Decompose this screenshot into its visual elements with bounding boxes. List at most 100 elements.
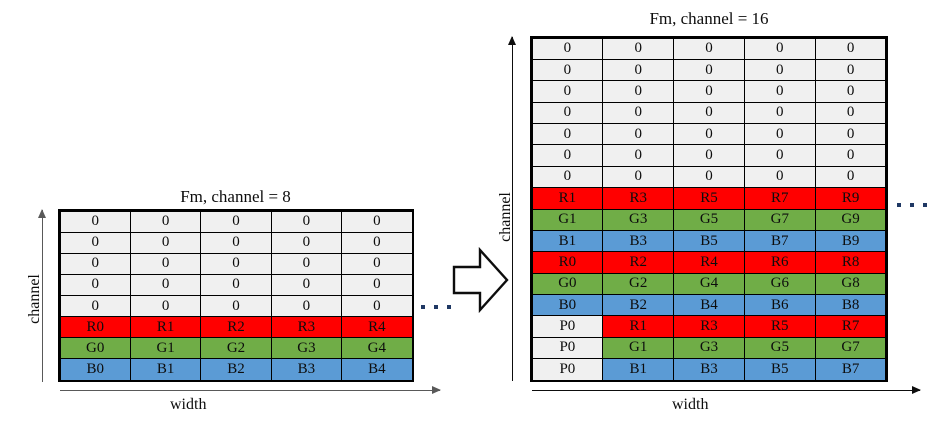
grid-cell: B1 xyxy=(602,358,675,381)
grid-cell: 0 xyxy=(531,58,604,82)
grid-cell: B5 xyxy=(743,358,816,381)
grid-cell: R1 xyxy=(531,187,604,210)
grid-cell: 0 xyxy=(200,252,272,275)
grid-cell: 0 xyxy=(129,210,202,233)
grid-cell: B5 xyxy=(673,229,745,253)
left-axis-x-label: width xyxy=(170,396,207,413)
grid-cell: R4 xyxy=(341,316,413,339)
grid-cell: 0 xyxy=(270,273,343,296)
grid-cell: 0 xyxy=(270,295,343,318)
grid-cell: R9 xyxy=(814,187,887,210)
grid-cell: 0 xyxy=(602,165,675,189)
transform-arrow-icon xyxy=(452,246,510,318)
grid-cell: 0 xyxy=(743,101,816,124)
grid-cell: 0 xyxy=(814,123,887,146)
grid-cell: P0 xyxy=(531,358,604,381)
right-ellipsis-dots xyxy=(897,203,927,207)
grid-cell: 0 xyxy=(814,80,887,103)
grid-cell: 0 xyxy=(673,101,745,124)
grid-cell: R5 xyxy=(743,315,816,338)
grid-cell: R2 xyxy=(200,316,272,339)
grid-cell: R1 xyxy=(129,316,202,339)
grid-cell: 0 xyxy=(200,231,272,254)
grid-cell: 0 xyxy=(814,165,887,189)
grid-cell: G7 xyxy=(814,336,887,360)
grid-cell: 0 xyxy=(602,101,675,124)
grid-cell: 0 xyxy=(673,80,745,103)
grid-cell: 0 xyxy=(602,80,675,103)
grid-cell: B3 xyxy=(602,229,675,253)
grid-cell: 0 xyxy=(602,123,675,146)
grid-cell: R0 xyxy=(59,316,131,339)
grid-cell: B4 xyxy=(673,294,745,317)
grid-cell: B6 xyxy=(743,294,816,317)
grid-cell: R4 xyxy=(673,251,745,274)
grid-cell: 0 xyxy=(531,144,604,167)
grid-cell: 0 xyxy=(673,123,745,146)
grid-cell: 0 xyxy=(673,58,745,82)
grid-cell: 0 xyxy=(602,144,675,167)
grid-cell: 0 xyxy=(200,273,272,296)
grid-cell: 0 xyxy=(743,123,816,146)
grid-cell: R2 xyxy=(602,251,675,274)
grid-cell: R3 xyxy=(602,187,675,210)
grid-cell: 0 xyxy=(129,231,202,254)
grid-cell: 0 xyxy=(200,295,272,318)
grid-cell: G3 xyxy=(673,336,745,360)
grid-cell: 0 xyxy=(531,37,604,60)
grid-cell: R5 xyxy=(673,187,745,210)
grid-cell: G7 xyxy=(743,208,816,231)
grid-cell: 0 xyxy=(59,295,131,318)
right-axis-x-label: width xyxy=(672,396,709,413)
grid-cell: 0 xyxy=(341,273,413,296)
grid-cell: G5 xyxy=(673,208,745,231)
grid-cell: 0 xyxy=(270,252,343,275)
grid-cell: G1 xyxy=(531,208,604,231)
grid-cell: G3 xyxy=(602,208,675,231)
grid-cell: 0 xyxy=(270,231,343,254)
grid-cell: B2 xyxy=(602,294,675,317)
grid-cell: B7 xyxy=(814,358,887,381)
grid-cell: B1 xyxy=(129,358,202,381)
grid-cell: 0 xyxy=(814,58,887,82)
grid-cell: B4 xyxy=(341,358,413,381)
grid-cell: 0 xyxy=(531,101,604,124)
grid-cell: 0 xyxy=(129,252,202,275)
grid-cell: G2 xyxy=(602,272,675,295)
grid-cell: G5 xyxy=(743,336,816,360)
grid-cell: R6 xyxy=(743,251,816,274)
grid-cell: 0 xyxy=(814,101,887,124)
grid-cell: R3 xyxy=(673,315,745,338)
grid-cell: R8 xyxy=(814,251,887,274)
grid-cell: 0 xyxy=(59,231,131,254)
grid-cell: 0 xyxy=(531,80,604,103)
grid-cell: R3 xyxy=(270,316,343,339)
grid-cell: G0 xyxy=(531,272,604,295)
grid-cell: B2 xyxy=(200,358,272,381)
